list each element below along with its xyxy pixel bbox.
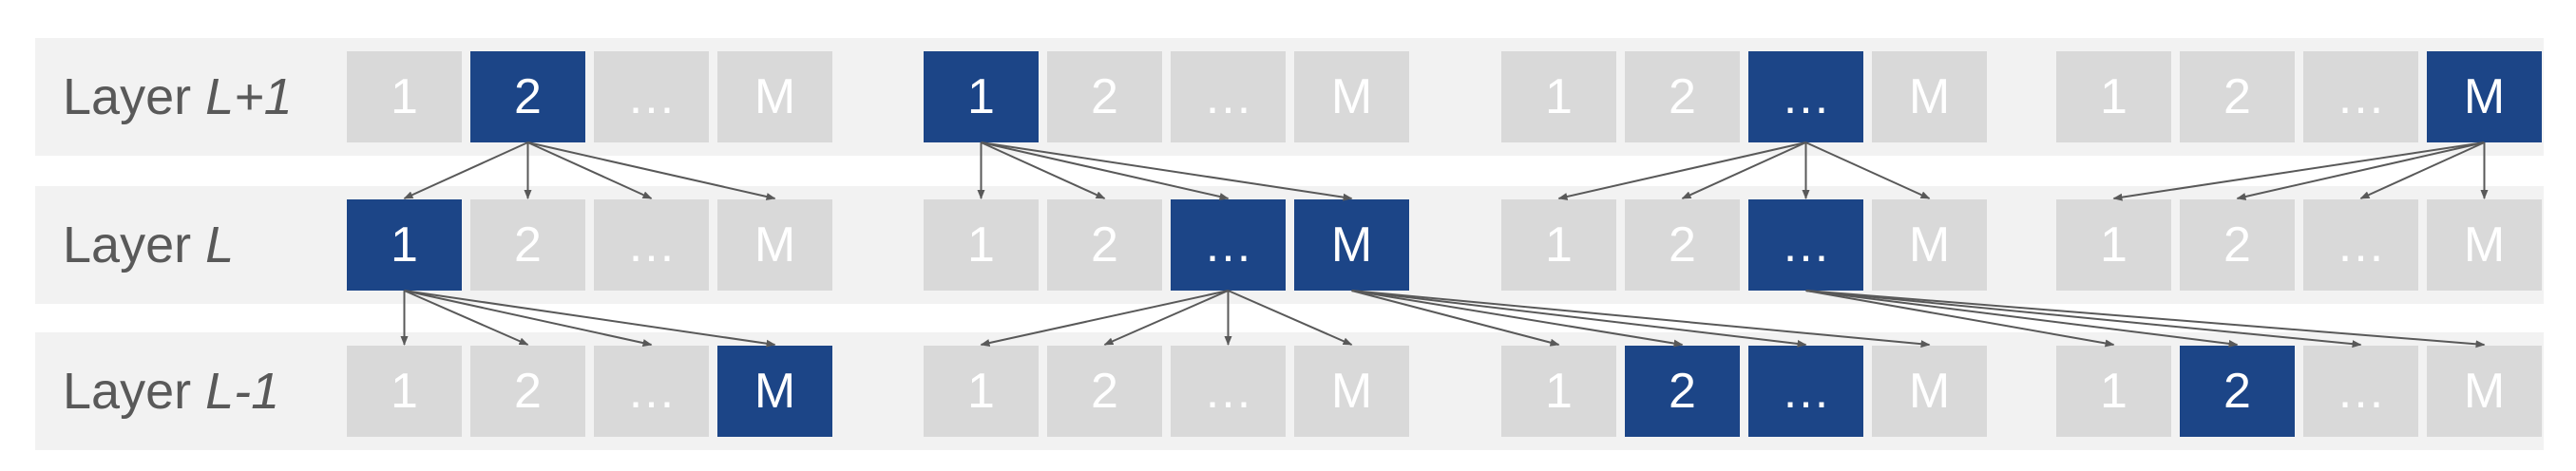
connection-arrow [1103, 290, 1229, 346]
connection-arrow [527, 141, 776, 200]
expert-cell: M [2427, 51, 2542, 142]
connection-arrow [2359, 141, 2485, 199]
expert-cell: 1 [347, 346, 462, 437]
expert-cell: 2 [1625, 346, 1740, 437]
expert-cell: … [2303, 51, 2418, 142]
connection-arrow [981, 141, 1353, 201]
expert-cell: 2 [1625, 51, 1740, 142]
connection-arrow [1557, 141, 1806, 200]
connection-arrow [1805, 290, 2362, 349]
layer-label-prefix: Layer [63, 68, 206, 125]
expert-cell: 2 [1047, 51, 1162, 142]
connection-arrow [527, 141, 653, 199]
expert-cell: M [1294, 51, 1409, 142]
layer-label-variable: L-1 [205, 363, 280, 420]
expert-cell: 1 [924, 346, 1039, 437]
expert-cell: 1 [2056, 346, 2171, 437]
connection-arrow [1805, 141, 1931, 199]
expert-cell: 2 [470, 199, 585, 291]
expert-cell: … [2303, 199, 2418, 291]
expert-cell: 2 [470, 51, 585, 142]
expert-cell: … [594, 51, 709, 142]
expert-cell: M [717, 199, 832, 291]
layer-label-variable: L+1 [205, 68, 293, 125]
expert-cell: M [1294, 346, 1409, 437]
connection-arrow [403, 141, 528, 199]
expert-cell: 1 [1501, 199, 1616, 291]
expert-cell: 2 [2180, 199, 2295, 291]
connection-arrow [404, 290, 653, 347]
expert-cell: M [1872, 199, 1987, 291]
expert-cell: 2 [1625, 199, 1740, 291]
connection-arrow [1805, 290, 2115, 348]
expert-cell: M [2427, 346, 2542, 437]
connection-arrow [1351, 290, 1560, 347]
expert-cell: … [1171, 346, 1286, 437]
expert-cell: M [717, 346, 832, 437]
connection-arrow [1681, 141, 1806, 199]
expert-cell: 2 [1047, 346, 1162, 437]
connection-arrow [404, 290, 529, 346]
connection-arrow [1805, 290, 2239, 348]
expert-cell: M [1872, 346, 1987, 437]
expert-cell: 1 [347, 199, 462, 291]
layer-label-prefix: Layer [63, 217, 206, 273]
connection-arrow [1351, 290, 1931, 349]
expert-cell: … [2303, 346, 2418, 437]
expert-cell: 2 [2180, 51, 2295, 142]
expert-cell: … [594, 199, 709, 291]
connection-arrow [980, 290, 1229, 347]
connection-arrow [1228, 290, 1353, 346]
expert-cell: M [717, 51, 832, 142]
expert-cell: 1 [924, 199, 1039, 291]
expert-cell: … [1171, 199, 1286, 291]
expert-cell: 1 [1501, 346, 1616, 437]
connection-arrow [1351, 290, 1684, 348]
connection-arrow [1351, 290, 1807, 348]
expert-cell: 2 [1047, 199, 1162, 291]
connection-arrow [404, 290, 776, 348]
expert-cell: … [594, 346, 709, 437]
expert-cell: … [1748, 199, 1863, 291]
layer-label: Layer L [63, 186, 234, 304]
expert-cell: 2 [470, 346, 585, 437]
connection-arrow [981, 141, 1106, 199]
expert-cell: 1 [2056, 199, 2171, 291]
connection-arrow [2112, 141, 2485, 201]
layer-label: Layer L-1 [63, 332, 279, 450]
expert-cell: 1 [1501, 51, 1616, 142]
expert-cell: … [1171, 51, 1286, 142]
connection-arrow [1805, 290, 2486, 349]
expert-cell: … [1748, 51, 1863, 142]
expert-cell: 1 [347, 51, 462, 142]
connection-arrow [2236, 141, 2485, 200]
expert-cell: 2 [2180, 346, 2295, 437]
expert-cell: M [2427, 199, 2542, 291]
layer-label-prefix: Layer [63, 363, 206, 420]
connection-arrow [981, 141, 1230, 200]
expert-cell: 1 [924, 51, 1039, 142]
expert-cell: … [1748, 346, 1863, 437]
expert-cell: M [1872, 51, 1987, 142]
layer-label-variable: L [205, 217, 235, 273]
expert-cell: M [1294, 199, 1409, 291]
layer-label: Layer L+1 [63, 38, 293, 156]
expert-cell: 1 [2056, 51, 2171, 142]
